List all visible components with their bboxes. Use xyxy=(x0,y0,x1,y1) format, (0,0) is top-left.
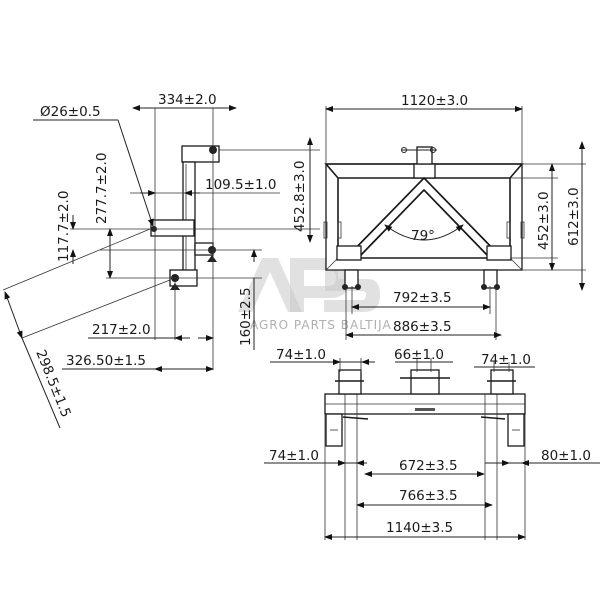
lower-hitch-right xyxy=(481,245,512,290)
dim-277-7: 277.7±2.0 xyxy=(94,153,110,224)
dim-612: 612±3.0 xyxy=(566,187,582,246)
lower-hitch-left xyxy=(336,245,362,290)
dim-1140: 1140±3.5 xyxy=(386,520,453,536)
dim-672: 672±3.5 xyxy=(399,458,458,474)
dim-886: 886±3.5 xyxy=(393,319,452,335)
side-view: 334±2.0 Ø26±0.5 109.5±1.0 452.8±3.0 277.… xyxy=(2,92,320,429)
dim-326-50: 326.50±1.5 xyxy=(66,353,146,369)
dim-top-right-74: 74±1.0 xyxy=(481,352,531,368)
dim-452: 452±3.0 xyxy=(536,191,552,250)
watermark-subtitle: AGRO PARTS BALTIJA xyxy=(250,318,392,332)
dim-452-8: 452.8±3.0 xyxy=(292,161,308,232)
dim-1120: 1120±3.0 xyxy=(401,93,468,109)
dim-792: 792±3.5 xyxy=(393,290,452,306)
dim-160: 160±2.5 xyxy=(238,287,254,346)
dim-angle-79: 79° xyxy=(411,228,435,244)
top-view: 74±1.0 66±1.0 74±1.0 74±1.0 80±1.0 672±3… xyxy=(264,347,600,540)
dim-pin-diameter: Ø26±0.5 xyxy=(40,104,101,120)
front-view: 79° 1120±3.0 452±3.0 612±3.0 xyxy=(323,93,586,340)
dim-center-66: 66±1.0 xyxy=(394,347,444,363)
dim-109-5: 109.5±1.0 xyxy=(205,177,276,193)
dim-117-7: 117.7±2.0 xyxy=(56,191,72,262)
dim-217: 217±2.0 xyxy=(92,322,151,338)
dim-766: 766±3.5 xyxy=(399,488,458,504)
dim-top-left-74: 74±1.0 xyxy=(276,347,326,363)
dim-bottom-right-80: 80±1.0 xyxy=(541,448,591,464)
dim-334: 334±2.0 xyxy=(158,92,217,108)
dim-bottom-left-74: 74±1.0 xyxy=(269,448,319,464)
